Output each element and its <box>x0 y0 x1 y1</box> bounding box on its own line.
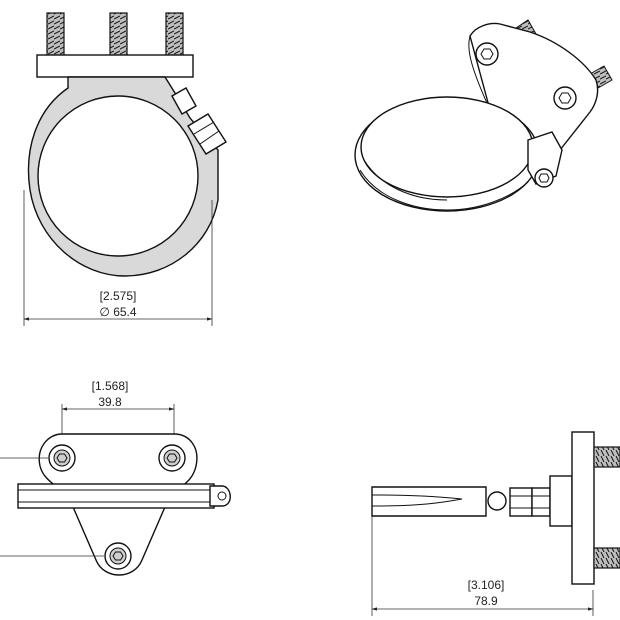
top-dim-inch: [1.568] <box>92 379 129 393</box>
side-stud-bottom <box>593 547 620 569</box>
iso-clamp-bolt <box>534 168 554 188</box>
side-dim-inch: [3.106] <box>468 578 505 592</box>
iso-ring-inner <box>360 96 534 198</box>
iso-bolt-head-2 <box>553 86 577 110</box>
front-dim-inch: [2.575] <box>100 289 137 303</box>
top-view: [1.568] 39.8 <box>0 379 231 576</box>
front-stud-left <box>46 12 65 57</box>
side-clamp-block <box>509 487 533 517</box>
front-dim-mm: ∅ 65.4 <box>99 305 136 319</box>
iso-bolt-head-1 <box>475 42 499 66</box>
front-clamp-ear <box>171 87 197 115</box>
top-clamp-bolt <box>209 485 231 507</box>
side-dim-mm: 78.9 <box>474 594 498 608</box>
front-base-plate <box>36 54 194 78</box>
side-view: [3.106] 78.9 <box>371 431 620 616</box>
front-ring-inner <box>37 95 199 257</box>
front-clamp-bolt <box>187 113 227 155</box>
top-clamp-band <box>17 483 215 509</box>
iso-clamp-block <box>527 131 563 185</box>
side-clamp-block-2 <box>531 487 551 517</box>
top-dim-mm: 39.8 <box>98 395 122 409</box>
side-clamp-band <box>371 486 487 517</box>
front-view: [2.575] ∅ 65.4 <box>23 12 227 326</box>
front-stud-right <box>165 12 184 57</box>
iso-mount-plate <box>469 22 599 161</box>
side-stud-top <box>593 446 620 468</box>
side-standoff <box>549 475 573 527</box>
side-mount-plate <box>571 431 595 585</box>
front-stud-center <box>109 12 128 57</box>
isometric-view <box>354 19 613 212</box>
side-clamp-nut <box>487 491 507 511</box>
